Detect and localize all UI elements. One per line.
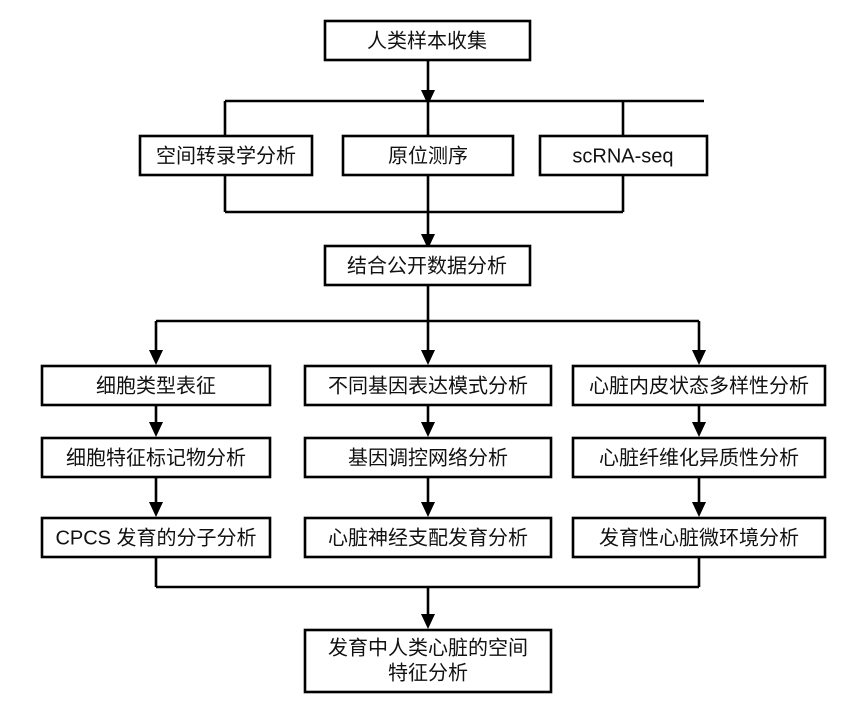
node-n5c[interactable]: 心脏纤维化异质性分析	[571, 436, 827, 479]
node-n3-box[interactable]	[323, 244, 532, 287]
connector-layer	[149, 60, 706, 629]
node-n7-box[interactable]	[303, 628, 553, 694]
node-n1-label: 人类样本收集	[367, 29, 487, 52]
node-n2a-label: 空间转录学分析	[156, 144, 296, 167]
arrow-head-n5a-n6a	[149, 502, 163, 517]
arrow-head-n5c-n6c	[692, 502, 706, 517]
node-n7[interactable]: 发育中人类心脏的空间 特征分析	[303, 628, 553, 694]
arrow-head-n4a-n5a	[149, 422, 163, 437]
node-n6b-box[interactable]	[303, 516, 553, 559]
node-n2c-label: scRNA-seq	[572, 145, 673, 167]
node-n2c[interactable]: scRNA-seq	[538, 134, 709, 177]
node-n4a-box[interactable]	[40, 364, 272, 407]
node-n2a-box[interactable]	[138, 134, 314, 177]
arrow-head-to-n7	[421, 614, 435, 629]
node-n4b-label: 不同基因表达模式分析	[328, 374, 528, 397]
arrow-head-row4-right	[692, 350, 706, 365]
node-n6a[interactable]: CPCS 发育的分子分析	[40, 516, 272, 559]
node-n4c-label: 心脏内皮状态多样性分析	[589, 374, 809, 397]
node-n4a[interactable]: 细胞类型表征	[40, 364, 272, 407]
arrow-head-row4-left	[149, 350, 163, 365]
arrow-head-n1-bus	[421, 90, 435, 105]
node-n6c-label: 发育性心脏微环境分析	[599, 526, 799, 549]
node-n7-label-line2: 特征分析	[388, 661, 468, 684]
node-n6c[interactable]: 发育性心脏微环境分析	[571, 516, 827, 559]
node-n1-box[interactable]	[323, 19, 532, 62]
node-n5b-box[interactable]	[303, 436, 553, 479]
arrow-head-row4-center	[421, 350, 435, 365]
node-n5b-label: 基因调控网络分析	[348, 446, 508, 469]
node-n6b-label: 心脏神经支配发育分析	[328, 526, 528, 549]
arrow-head-to-n3	[421, 234, 435, 249]
arrow-head-n4b-n5b	[421, 422, 435, 437]
node-n4b-box[interactable]	[303, 364, 553, 407]
node-n6c-box[interactable]	[571, 516, 827, 559]
arrow-head-n4c-n5c	[692, 422, 706, 437]
node-n4c[interactable]: 心脏内皮状态多样性分析	[571, 364, 827, 407]
node-n5c-label: 心脏纤维化异质性分析	[599, 446, 799, 469]
node-n2a[interactable]: 空间转录学分析	[138, 134, 314, 177]
node-n3[interactable]: 结合公开数据分析	[323, 244, 532, 287]
node-n6b[interactable]: 心脏神经支配发育分析	[303, 516, 553, 559]
node-n3-label: 结合公开数据分析	[347, 254, 507, 277]
node-n5a-box[interactable]	[40, 436, 272, 479]
node-n2c-box[interactable]	[538, 134, 709, 177]
node-n2b[interactable]: 原位测序	[341, 134, 515, 177]
node-n5b[interactable]: 基因调控网络分析	[303, 436, 553, 479]
node-n5a-label: 细胞特征标记物分析	[66, 446, 246, 469]
node-n4a-label: 细胞类型表征	[96, 374, 216, 397]
node-n4b[interactable]: 不同基因表达模式分析	[303, 364, 553, 407]
node-n2b-box[interactable]	[341, 134, 515, 177]
arrow-head-n5b-n6b	[421, 502, 435, 517]
node-n4c-box[interactable]	[571, 364, 827, 407]
node-n5a[interactable]: 细胞特征标记物分析	[40, 436, 272, 479]
node-n5c-box[interactable]	[571, 436, 827, 479]
node-n2b-label: 原位测序	[388, 144, 468, 167]
node-n6a-box[interactable]	[40, 516, 272, 559]
node-n7-label-line1: 发育中人类心脏的空间	[328, 636, 528, 659]
node-n1[interactable]: 人类样本收集	[323, 19, 532, 62]
node-n6a-label: CPCS 发育的分子分析	[55, 526, 256, 549]
